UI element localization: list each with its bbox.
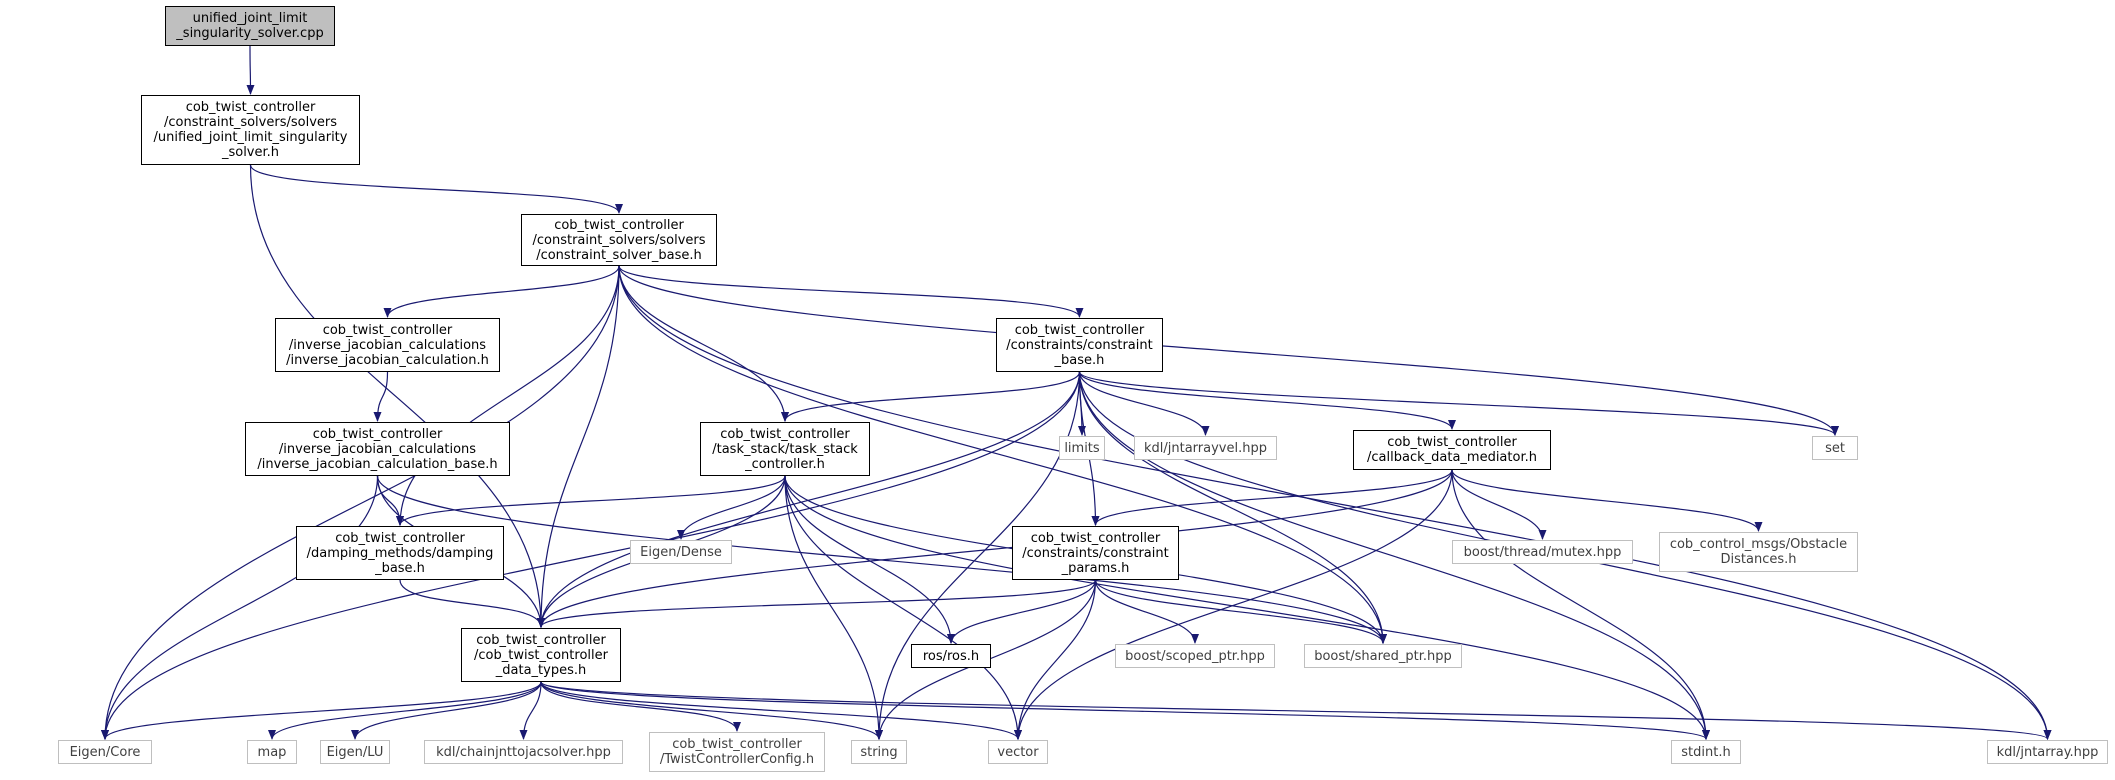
edge-n13-to-n16 [537,579,1097,628]
edge-n4-to-n27 [1078,371,1710,740]
node-stdint-h: stdint.h [1671,740,1741,764]
edge-n2-to-n4 [618,265,1084,318]
edge-n16-to-n25 [540,681,883,740]
node-constraint-params-h[interactable]: cob_twist_controller /constraints/constr… [1012,526,1179,580]
node-constraint-solver-base-h[interactable]: cob_twist_controller /constraint_solvers… [521,214,717,266]
node-constraint-base-h[interactable]: cob_twist_controller /constraints/constr… [996,318,1163,372]
edge-n13-to-n19 [1094,579,1387,644]
edge-n1-to-n2 [249,164,623,214]
edge-n4-to-n19 [1078,371,1387,644]
node-cob-twist-controller-data-types-h[interactable]: cob_twist_controller /cob_twist_controll… [461,628,621,682]
node-damping-base-h[interactable]: cob_twist_controller /damping_methods/da… [296,526,504,580]
edge-n9-to-n13 [1091,469,1453,526]
node-boost-shared-ptr-hpp: boost/shared_ptr.hpp [1304,644,1462,668]
edge-n13-to-n26 [1014,579,1097,740]
node-inverse-jacobian-calculation-h[interactable]: cob_twist_controller /inverse_jacobian_c… [275,318,500,372]
node-ros-ros-h[interactable]: ros/ros.h [911,644,991,668]
node-string: string [851,740,907,764]
node-limits: limits [1059,436,1105,460]
edge-n16-to-n23 [519,681,542,740]
node-boost-scoped-ptr-hpp: boost/scoped_ptr.hpp [1115,644,1275,668]
edge-n9-to-n16 [537,469,1453,628]
edge-n9-to-n27 [1451,469,1710,740]
edge-n4-to-n6 [781,371,1081,422]
node-twist-controller-config-h: cob_twist_controller /TwistControllerCon… [649,732,825,772]
node-eigen-lu: Eigen/LU [320,740,390,764]
edge-n2-to-n19 [618,265,1387,644]
edge-n6-to-n27 [784,475,1710,740]
node-cob-control-msgs-obstacle-distances-h: cob_control_msgs/Obstacle Distances.h [1659,532,1858,572]
node-eigen-dense: Eigen/Dense [630,540,732,564]
node-kdl-jntarrayvel-hpp: kdl/jntarrayvel.hpp [1134,436,1277,460]
node-inverse-jacobian-calculation-base-h[interactable]: cob_twist_controller /inverse_jacobian_c… [245,422,510,476]
node-set: set [1812,436,1858,460]
edge-n13-to-n17 [947,579,1097,644]
edge-n11-to-n16 [399,579,545,628]
edge-n4-to-n9 [1078,371,1456,430]
node-unified-joint-limit-singularity-solver-cpp: unified_joint_limit _singularity_solver.… [165,6,335,46]
edge-n6-to-n26 [784,475,1022,740]
edge-n16-to-n20 [101,681,542,740]
edge-n4-to-n20 [101,371,1081,740]
edge-n2-to-n28 [618,265,2052,740]
edge-n9-to-n15 [1451,469,1763,532]
edge-n2-to-n3 [383,265,620,318]
edge-n2-to-n16 [537,265,620,628]
edge-n9-to-n14 [1451,469,1547,540]
edge-n16-to-n24 [540,681,741,732]
edge-n6-to-n25 [784,475,883,740]
edge-n0-to-n1 [246,45,255,95]
edge-n6-to-n17 [784,475,955,644]
edge-n6-to-n12 [677,475,786,540]
edge-n2-to-n10 [618,265,1839,436]
node-unified-joint-limit-singularity-solver-h[interactable]: cob_twist_controller /constraint_solvers… [141,95,360,165]
node-boost-thread-mutex-hpp: boost/thread/mutex.hpp [1452,540,1633,564]
node-map: map [247,740,297,764]
edge-n6-to-n11 [396,475,786,526]
node-kdl-jntarray-hpp: kdl/jntarray.hpp [1987,740,2108,764]
edge-n4-to-n10 [1078,371,1839,436]
edge-n16-to-n28 [540,681,2052,740]
edge-n16-to-n22 [351,681,542,740]
edge-n2-to-n11 [396,265,620,526]
edge-n4-to-n8 [1078,371,1210,436]
edge-n16-to-n26 [540,681,1022,740]
node-vector: vector [988,740,1048,764]
edge-n16-to-n21 [268,681,542,740]
edge-n5-to-n20 [101,475,379,740]
edge-n2-to-n6 [618,265,789,422]
edge-n3-to-n5 [373,371,389,422]
edge-n4-to-n25 [875,371,1081,740]
node-callback-data-mediator-h[interactable]: cob_twist_controller /callback_data_medi… [1353,430,1551,470]
node-kdl-chainjnttojacsolver-hpp: kdl/chainjnttojacsolver.hpp [424,740,623,764]
edge-n2-to-n20 [101,265,620,740]
edge-n4-to-n16 [537,371,1081,628]
node-eigen-core: Eigen/Core [58,740,152,764]
node-task-stack-controller-h[interactable]: cob_twist_controller /task_stack/task_st… [700,422,870,476]
edge-n13-to-n18 [1094,579,1199,644]
edge-n9-to-n26 [1014,469,1453,740]
edge-n1-to-n16 [249,164,545,628]
edge-n16-to-n27 [540,681,1710,740]
